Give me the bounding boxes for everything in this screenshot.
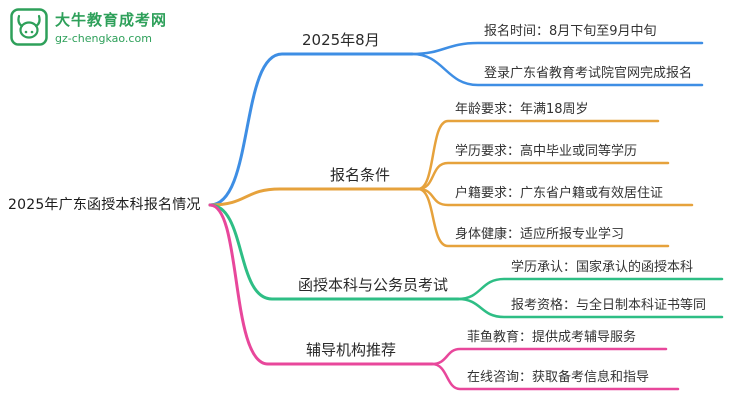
child-line-age: [416, 119, 660, 191]
child-node-education: 学历要求：高中毕业或同等学历: [455, 144, 638, 159]
branch-node-conditions: 报名条件: [330, 166, 391, 184]
bull-logo-icon: [10, 8, 48, 46]
child-node-feiyu: 菲鱼教育：提供成考辅导服务: [467, 330, 637, 345]
logo-title: 大牛教育成考网: [55, 11, 168, 29]
child-line-qualification: [456, 297, 724, 319]
branch-line-august: [208, 52, 414, 207]
branch-line-civil-service: [208, 203, 460, 301]
child-node-residence: 户籍要求：广东省户籍或有效居住证: [455, 186, 664, 201]
child-line-health: [416, 187, 670, 248]
root-node: 2025年广东函授本科报名情况: [8, 197, 201, 213]
child-line-website: [410, 52, 704, 87]
child-line-feiyu: [430, 347, 668, 366]
child-line-recognition: [456, 277, 724, 301]
branch-line-tutoring: [208, 203, 434, 366]
child-node-age: 年龄要求：年满18周岁: [455, 102, 589, 117]
branch-line-conditions: [208, 187, 420, 207]
site-logo: 大牛教育成考网 gz-chengkao.com: [10, 8, 167, 46]
child-line-consult: [430, 362, 680, 391]
child-node-qualification: 报考资格：与全日制本科证书等同: [511, 298, 707, 313]
child-node-registration-time: 报名时间：8月下旬至9月中旬: [484, 24, 657, 39]
child-line-education: [416, 161, 670, 191]
branch-node-august: 2025年8月: [302, 31, 380, 49]
child-node-health: 身体健康：适应所报专业学习: [455, 227, 625, 242]
branch-node-tutoring: 辅导机构推荐: [306, 341, 397, 359]
branch-node-civil-service: 函授本科与公务员考试: [298, 276, 449, 294]
child-node-consult: 在线咨询：获取备考信息和指导: [467, 370, 650, 385]
child-node-registration-website: 登录广东省教育考试院官网完成报名: [484, 66, 693, 81]
child-line-time: [410, 41, 704, 56]
child-node-recognition: 学历承认：国家承认的函授本科: [511, 260, 694, 275]
logo-subtitle: gz-chengkao.com: [55, 32, 152, 45]
